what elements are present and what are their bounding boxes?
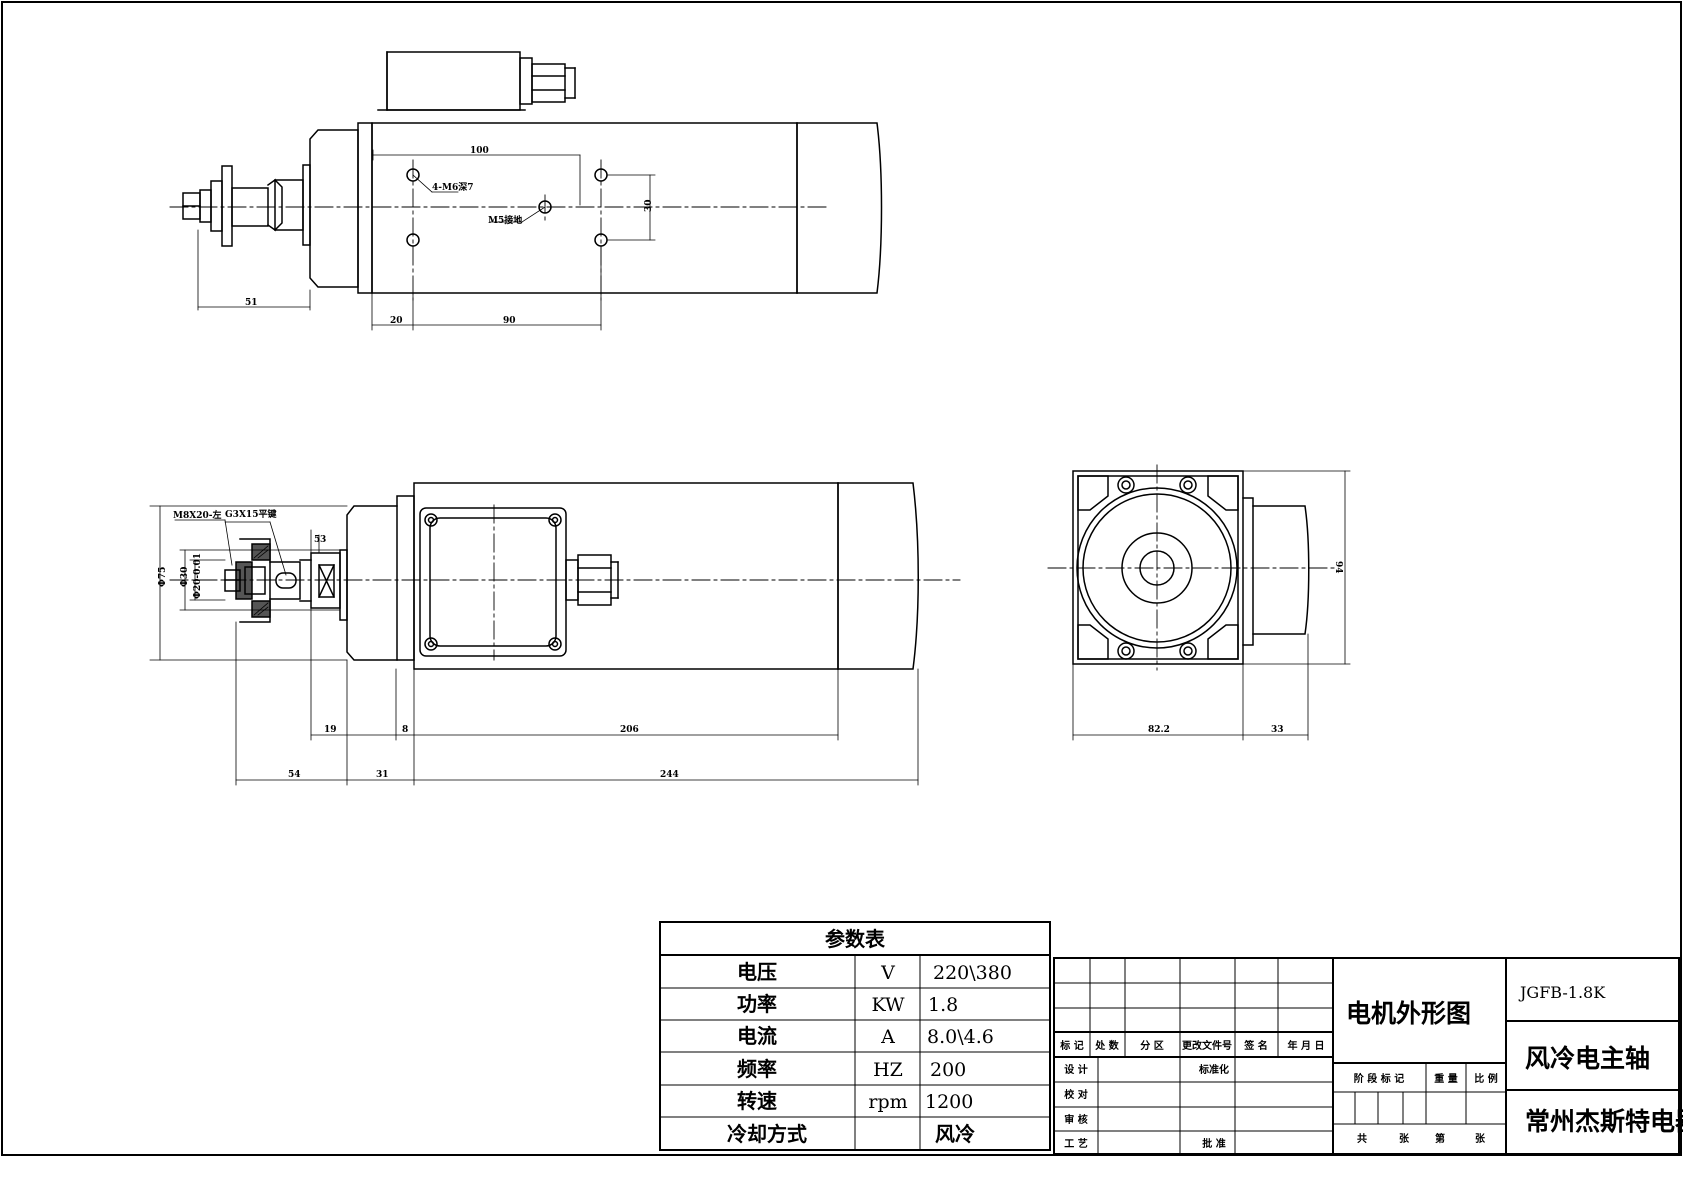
dim-33: 33 bbox=[1271, 725, 1284, 735]
param-unit: KW bbox=[871, 994, 905, 1016]
dim-20: 20 bbox=[390, 316, 403, 326]
parameter-table bbox=[659, 921, 1051, 1151]
dim-54: 54 bbox=[288, 770, 301, 780]
dim-5: 5 bbox=[314, 535, 320, 545]
tb-role-design: 设 计 bbox=[1064, 1063, 1087, 1076]
dim-82-2: 82.2 bbox=[1148, 725, 1170, 735]
end-view bbox=[1072, 470, 1310, 665]
dim-94: 94 bbox=[1333, 561, 1343, 574]
dim-8: 8 bbox=[402, 725, 408, 735]
param-name: 转速 bbox=[737, 1089, 777, 1113]
param-value: 风冷 bbox=[935, 1122, 975, 1146]
tb-scale: 比 例 bbox=[1474, 1072, 1497, 1085]
param-unit: rpm bbox=[868, 1091, 907, 1113]
dim-phi20: Φ20-0.01 bbox=[193, 553, 203, 599]
param-name: 频率 bbox=[737, 1057, 777, 1081]
param-unit: V bbox=[880, 962, 895, 984]
tb-product-name: 风冷电主轴 bbox=[1525, 1044, 1650, 1073]
param-unit: HZ bbox=[873, 1059, 903, 1081]
front-view-dim-text: 100 51 20 90 30 4-M6深7 M5接地 bbox=[245, 146, 654, 326]
side-view-centerlines bbox=[169, 504, 961, 661]
title-block bbox=[1053, 957, 1680, 1155]
tb-role-check: 校 对 bbox=[1064, 1088, 1087, 1101]
dim-3: 3 bbox=[320, 535, 326, 545]
title-block-text: 标 记 处 数 分 区 更改文件号 签 名 年 月 日 设 计 校 对 审 核 … bbox=[1059, 983, 1683, 1150]
side-view-dim-text: 19 8 206 54 31 244 Φ75 Φ30 Φ20-0.01 5 3 … bbox=[158, 508, 679, 780]
param-value: 1200 bbox=[925, 1091, 973, 1113]
dim-31: 31 bbox=[376, 770, 389, 780]
param-name: 电压 bbox=[737, 960, 777, 984]
dim-244: 244 bbox=[660, 770, 679, 780]
tb-stage-mark: 阶 段 标 记 bbox=[1354, 1072, 1404, 1085]
tb-col-date: 年 月 日 bbox=[1288, 1039, 1325, 1052]
side-view-hatching bbox=[253, 545, 269, 616]
tb-total: 共 bbox=[1357, 1132, 1367, 1145]
tb-role-process: 工 艺 bbox=[1064, 1137, 1087, 1150]
front-view-dimensions bbox=[197, 149, 656, 331]
tb-role-review: 审 核 bbox=[1064, 1113, 1087, 1126]
tb-col-change-doc: 更改文件号 bbox=[1182, 1039, 1232, 1052]
tb-standardization: 标准化 bbox=[1198, 1063, 1229, 1076]
end-view-dimensions bbox=[1072, 470, 1351, 741]
parameter-table-text: 参数表 电压 V 220\380 功率 KW 1.8 电流 A 8.0\4.6 … bbox=[727, 927, 1012, 1146]
tb-sheet-of: 张 bbox=[1475, 1132, 1486, 1145]
param-name: 功率 bbox=[737, 992, 777, 1016]
side-view bbox=[224, 482, 919, 670]
sheet-border bbox=[1, 1, 1682, 1156]
dim-90: 90 bbox=[503, 316, 516, 326]
param-value: 8.0\4.6 bbox=[927, 1026, 994, 1048]
param-value: 200 bbox=[930, 1059, 966, 1081]
end-view-dim-text: 82.2 33 94 bbox=[1148, 561, 1343, 735]
tb-col-count: 处 数 bbox=[1094, 1039, 1119, 1052]
dim-phi30: Φ30 bbox=[180, 567, 190, 587]
label-mount-holes: 4-M6深7 bbox=[432, 181, 474, 193]
dim-100: 100 bbox=[470, 146, 489, 156]
label-thread: M8X20-左 bbox=[173, 509, 221, 521]
front-view-centerlines bbox=[169, 159, 831, 301]
param-name: 电流 bbox=[737, 1024, 777, 1048]
param-unit: A bbox=[880, 1026, 895, 1048]
tb-company: 常州杰斯特电器 bbox=[1525, 1107, 1683, 1136]
tb-approve: 批 准 bbox=[1202, 1137, 1225, 1150]
tb-page-no: 第 bbox=[1435, 1132, 1445, 1145]
param-name: 冷却方式 bbox=[727, 1122, 807, 1146]
param-value: 220\380 bbox=[933, 962, 1012, 984]
dim-206: 206 bbox=[620, 725, 639, 735]
tb-col-sign: 签 名 bbox=[1243, 1039, 1267, 1052]
label-key: G3X15平键 bbox=[225, 508, 277, 520]
tb-drawing-name: 电机外形图 bbox=[1346, 999, 1471, 1028]
end-view-centerlines bbox=[1047, 464, 1336, 671]
tb-col-mark: 标 记 bbox=[1059, 1039, 1083, 1052]
label-ground-screw: M5接地 bbox=[488, 214, 522, 226]
front-view bbox=[182, 51, 883, 294]
param-value: 1.8 bbox=[928, 994, 958, 1016]
side-view-dimensions bbox=[149, 505, 919, 786]
dim-phi75: Φ75 bbox=[158, 567, 168, 587]
tb-col-zone: 分 区 bbox=[1140, 1039, 1163, 1052]
dim-30: 30 bbox=[644, 199, 654, 212]
tb-drawing-code: JGFB-1.8K bbox=[1518, 983, 1606, 1002]
dim-19: 19 bbox=[324, 725, 337, 735]
tb-sheets: 张 bbox=[1399, 1132, 1410, 1145]
tb-weight: 重 量 bbox=[1434, 1072, 1457, 1085]
dim-51: 51 bbox=[245, 298, 258, 308]
param-table-title: 参数表 bbox=[825, 927, 886, 951]
